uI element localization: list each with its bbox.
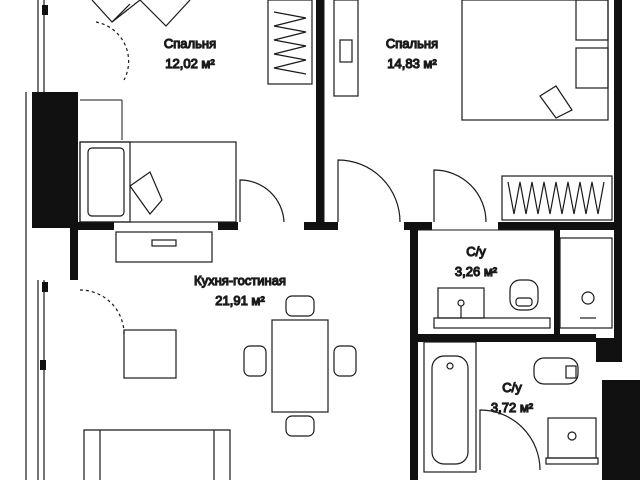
wall-pillar-right xyxy=(596,338,622,362)
door-swing-icon xyxy=(337,159,487,223)
bed-icon xyxy=(79,141,237,223)
wall-bedroom1-bottom-a xyxy=(70,222,114,230)
room-area-bedroom-2: 14,83 м² xyxy=(387,56,437,71)
dining-table-icon xyxy=(243,295,357,437)
bed-icon xyxy=(461,0,609,121)
wall-between-bedrooms xyxy=(316,0,324,230)
toilet-icon xyxy=(509,279,539,311)
door-swing-icon xyxy=(79,289,125,335)
tv-stand-icon xyxy=(115,231,213,263)
wardrobe-icon xyxy=(267,0,313,85)
bed-icon xyxy=(91,0,191,27)
wardrobe-icon xyxy=(501,175,613,221)
room-area-bath-1: 3,26 м² xyxy=(455,264,498,279)
exterior-wall-left-lower xyxy=(70,228,78,280)
bathtub-icon xyxy=(423,341,477,473)
door-swing-icon xyxy=(95,21,285,223)
sink-icon xyxy=(545,417,599,465)
wardrobe-icon xyxy=(333,0,359,97)
exterior-wall-left xyxy=(32,92,78,228)
room-name-bath-1: С/у xyxy=(466,244,486,259)
sofa-icon xyxy=(83,429,231,480)
wall-bedroom1-bottom-b xyxy=(218,222,238,230)
room-name-kitchen-living: Кухня-гостиная xyxy=(194,273,286,288)
room-name-bedroom-2: Спальня xyxy=(386,36,438,51)
room-area-kitchen-living: 21,91 м² xyxy=(215,293,265,308)
sink-icon xyxy=(437,287,485,319)
walls xyxy=(32,0,640,480)
shower-icon xyxy=(559,237,613,329)
wall-bedroom2-bottom-c xyxy=(498,222,618,230)
door-swing-icon xyxy=(479,409,541,471)
room-area-bath-2: 3,72 м² xyxy=(491,400,534,415)
bath-counter xyxy=(433,317,551,329)
wall-shower xyxy=(554,230,560,334)
armchair-icon xyxy=(123,329,177,379)
wall-bedroom2-bottom-a xyxy=(304,222,338,230)
toilet-icon xyxy=(533,357,579,385)
room-outlines xyxy=(80,0,554,231)
exterior-wall-right xyxy=(614,0,622,340)
wall-bath-divider xyxy=(410,334,596,342)
room-name-bedroom-1: Спальня xyxy=(164,36,216,51)
exterior-wall-right-lower xyxy=(602,380,640,480)
wall-bath1-left xyxy=(410,222,418,340)
window-icon xyxy=(25,0,48,480)
wall-bath2-left xyxy=(410,340,418,480)
room-area-bedroom-1: 12,02 м² xyxy=(165,56,215,71)
room-name-bath-2: С/у xyxy=(502,380,522,395)
